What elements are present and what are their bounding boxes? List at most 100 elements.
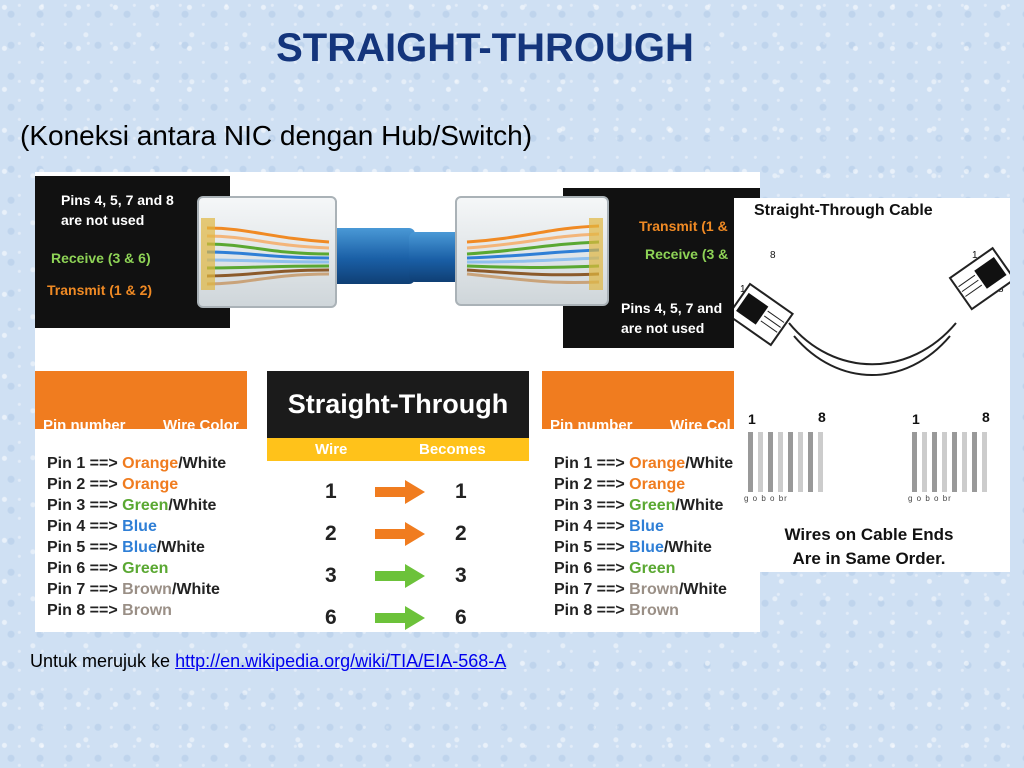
pin-label: Pin 6 ==>: [554, 560, 625, 577]
left-col-pin-number: Pin number: [43, 417, 126, 434]
pin-label: Pin 7 ==>: [554, 581, 625, 598]
left-col-wire-color: Wire Color: [163, 417, 239, 434]
wire-color-suffix: /White: [663, 539, 712, 556]
col-wire: Wire: [315, 441, 348, 458]
left_table-row-1: Pin 1 ==> Orange/White: [47, 453, 247, 474]
slide-subtitle: (Koneksi antara NIC dengan Hub/Switch): [20, 120, 533, 151]
pin-label: Pin 5 ==>: [554, 539, 625, 556]
right-col-wire-color: Wire Col: [670, 417, 731, 434]
left_table-row-4: Pin 4 ==> Blue: [47, 516, 247, 537]
right_table-row-7: Pin 7 ==> Brown/White: [554, 579, 754, 600]
pin-label: Pin 7 ==>: [47, 581, 118, 598]
left-plug-side-label: 1: [740, 284, 746, 295]
caption-line-2: Are in Same Order.: [792, 549, 946, 568]
left-transmit-label: Transmit (1 & 2): [47, 282, 153, 298]
left_table-row-8: Pin 8 ==> Brown: [47, 600, 247, 621]
green-arrow-icon: [375, 564, 425, 588]
right_table-row-4: Pin 4 ==> Blue: [554, 516, 754, 537]
right_table-row-3: Pin 3 ==> Green/White: [554, 495, 754, 516]
left-wire-letters: g o b o br: [744, 494, 788, 503]
right_table-row-8: Pin 8 ==> Brown: [554, 600, 754, 621]
right-transmit-label: Transmit (1 &: [639, 218, 728, 234]
pin-label: Pin 8 ==>: [554, 602, 625, 619]
wire-color-suffix: /White: [685, 455, 734, 472]
wire-color-name: Green: [629, 560, 676, 577]
cable-icon: [734, 246, 1010, 376]
footer-prefix: Untuk merujuk ke: [30, 651, 171, 671]
straight-through-cable-panel: Straight-Through Cable 8 1 1 8 1 8 1 8: [734, 198, 1010, 572]
pin-label: Pin 3 ==>: [47, 497, 118, 514]
right_table-row-6: Pin 6 ==> Green: [554, 558, 754, 579]
right-pins-end-label: 8: [982, 409, 990, 425]
wire-color-name: Green: [629, 497, 676, 514]
wire-color-name: Blue: [629, 539, 664, 556]
wire-color-suffix: /White: [168, 497, 217, 514]
wire-color-name: Orange: [629, 455, 686, 472]
wikipedia-link[interactable]: http://en.wikipedia.org/wiki/TIA/EIA-568…: [175, 651, 507, 671]
wire-color-name: Orange: [122, 476, 179, 493]
right-pin-table: Pin number Wire Col Pin 1 ==> Orange/Whi…: [542, 371, 754, 632]
pin-label: Pin 1 ==>: [47, 455, 118, 472]
wire-color-name: Green: [122, 560, 169, 577]
cable-panel-title: Straight-Through Cable: [754, 202, 933, 219]
pin-label: Pin 5 ==>: [47, 539, 118, 556]
left_table-row-6: Pin 6 ==> Green: [47, 558, 247, 579]
pin-label: Pin 4 ==>: [554, 518, 625, 535]
cable-panel-caption: Wires on Cable Ends Are in Same Order.: [764, 523, 974, 571]
left_table-row-5: Pin 5 ==> Blue/White: [47, 537, 247, 558]
left_table-row-3: Pin 3 ==> Green/White: [47, 495, 247, 516]
wire-color-name: Orange: [122, 455, 179, 472]
caption-line-1: Wires on Cable Ends: [784, 525, 954, 544]
cable-left-segment: [325, 228, 415, 284]
right_table-row-1: Pin 1 ==> Orange/White: [554, 453, 754, 474]
orange-arrow-icon: [375, 522, 425, 546]
reference-footer: Untuk merujuk ke http://en.wikipedia.org…: [30, 651, 506, 672]
pin-label: Pin 2 ==>: [554, 476, 625, 493]
wire-color-name: Brown: [629, 581, 679, 598]
right_table-row-5: Pin 5 ==> Blue/White: [554, 537, 754, 558]
wire-number: 1: [325, 480, 337, 503]
right-rj45-connector-icon: [455, 196, 609, 306]
left-unused-line-1: Pins 4, 5, 7 and 8: [61, 192, 174, 208]
wire-color-suffix: /White: [171, 581, 220, 598]
connector-diagram-panel: Pins 4, 5, 7 and 8 are not used Receive …: [35, 172, 760, 632]
wire-color-suffix: /White: [675, 497, 724, 514]
wire-color-name: Brown: [122, 602, 172, 619]
wire-color-name: Green: [122, 497, 169, 514]
right-receive-label: Receive (3 &: [645, 246, 729, 262]
wire-color-suffix: /White: [678, 581, 727, 598]
becomes-number: 3: [455, 564, 467, 587]
left-pins-start-label: 1: [748, 411, 756, 427]
right-plug-top-label: 1: [972, 250, 978, 261]
left-pins-end-label: 8: [818, 409, 826, 425]
pin-label: Pin 3 ==>: [554, 497, 625, 514]
wire-color-name: Brown: [629, 602, 679, 619]
right-unused-line-1: Pins 4, 5, 7 and: [621, 300, 723, 316]
pin-label: Pin 1 ==>: [554, 455, 625, 472]
right_table-row-2: Pin 2 ==> Orange: [554, 474, 754, 495]
wire-color-name: Brown: [122, 581, 172, 598]
wire-color-name: Blue: [122, 518, 157, 535]
wire-color-suffix: /White: [156, 539, 205, 556]
slide-title: STRAIGHT-THROUGH: [276, 26, 694, 70]
left_table-row-2: Pin 2 ==> Orange: [47, 474, 247, 495]
wire-color-name: Blue: [122, 539, 157, 556]
right-pins-start-label: 1: [912, 411, 920, 427]
left-plug-top-label: 8: [770, 250, 776, 261]
becomes-number: 2: [455, 522, 467, 545]
wire-color-name: Blue: [629, 518, 664, 535]
pin-label: Pin 4 ==>: [47, 518, 118, 535]
straight-through-header: Straight-Through: [267, 371, 529, 438]
col-becomes: Becomes: [419, 441, 486, 458]
right-table-header: Pin number Wire Col: [542, 371, 754, 434]
wire-number: 2: [325, 522, 337, 545]
left-rj45-connector-icon: [197, 196, 337, 308]
straight-through-subheader: Wire Becomes: [267, 438, 529, 461]
left-table-header: Pin number Wire Color: [35, 371, 247, 434]
